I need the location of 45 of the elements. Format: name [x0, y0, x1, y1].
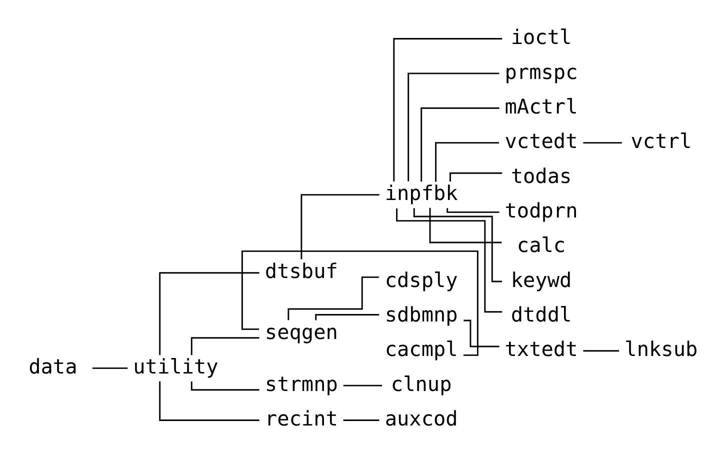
connector [315, 314, 380, 320]
node-text: recint [264, 406, 338, 431]
node-text: utility [133, 354, 218, 379]
node-text: cacmpl [384, 337, 458, 362]
connector [446, 208, 500, 213]
node-text: seqgen [264, 320, 338, 344]
node-text: calc [516, 233, 566, 258]
node-text: vctedt [504, 129, 578, 154]
connector [190, 337, 260, 356]
connector [413, 208, 502, 282]
connector [393, 38, 502, 182]
node-text: prmspc [504, 60, 578, 84]
connector [420, 107, 500, 182]
node-text: lnksub [624, 337, 698, 362]
node-text: sdbmnp [384, 302, 458, 327]
connector [429, 208, 502, 244]
connector [300, 194, 380, 260]
connector [464, 320, 500, 348]
connector [396, 208, 502, 313]
node-text: clnup [390, 372, 452, 396]
node-text: strmnp [264, 372, 338, 396]
connector [343, 384, 382, 386]
connector [92, 367, 128, 369]
connector [159, 272, 260, 355]
node-text: auxcod [384, 406, 458, 431]
node-text: ioctl [510, 25, 572, 50]
connector [159, 381, 260, 421]
node-text: dtsbuf [264, 259, 338, 284]
node-text: txtedt [504, 337, 578, 362]
connector [408, 72, 500, 182]
node-text: vctrl [630, 129, 692, 154]
connector [583, 142, 622, 144]
node-text: inpfbk [384, 181, 458, 206]
node-text: data [28, 354, 78, 379]
node-text: keywd [510, 268, 572, 292]
connector [583, 350, 620, 352]
node-text: mActrl [504, 94, 578, 118]
connector [450, 172, 502, 182]
node-text: todprn [504, 198, 578, 223]
connector [343, 420, 380, 421]
node-text: dtddl [510, 302, 572, 327]
connector [435, 142, 499, 182]
node-text: cdsply [384, 268, 458, 292]
node-text: todas [510, 164, 572, 188]
connector [241, 250, 478, 356]
